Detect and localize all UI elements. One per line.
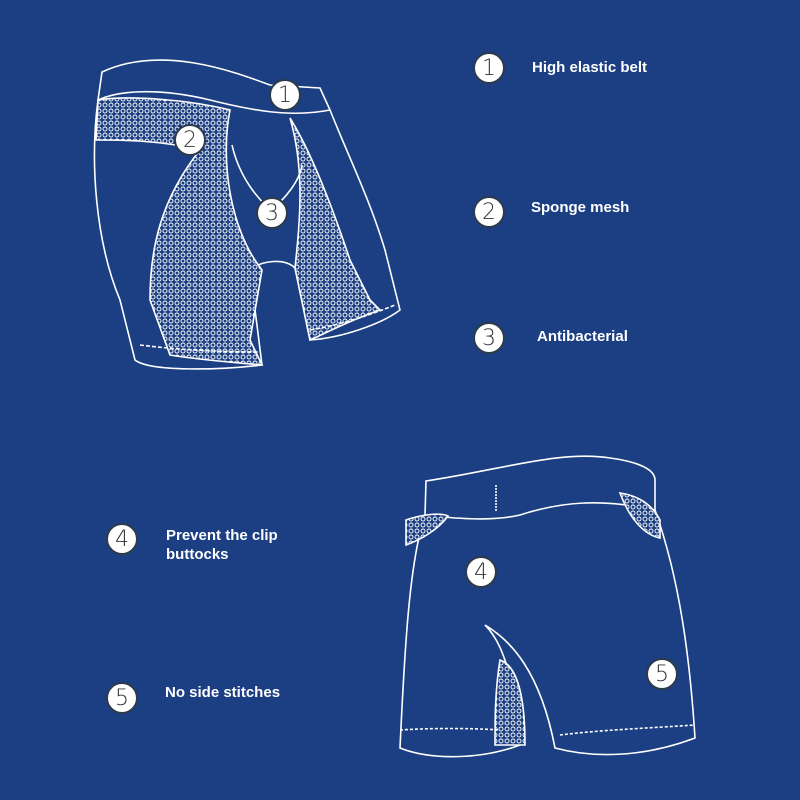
legend-label-4: Prevent the clip buttocks bbox=[166, 527, 278, 563]
legend-badge-4: 4 bbox=[106, 523, 138, 555]
front-view-drawing bbox=[93, 59, 401, 370]
front-marker-3: 3 bbox=[256, 197, 288, 229]
legend-label-5: No side stitches bbox=[165, 684, 281, 701]
legend-badge-2: 2 bbox=[473, 196, 505, 228]
legend-badge-1: 1 bbox=[473, 52, 505, 84]
front-marker-1: 1 bbox=[269, 79, 301, 111]
front-marker-2: 2 bbox=[174, 124, 206, 156]
legend-badge-5: 5 bbox=[106, 682, 138, 714]
back-view-drawing bbox=[399, 455, 696, 758]
legend-label-3: Antibacterial bbox=[537, 328, 628, 345]
legend-label-1: High elastic belt bbox=[532, 59, 648, 76]
back-marker-5: 5 bbox=[646, 658, 678, 690]
legend-badge-3: 3 bbox=[473, 322, 505, 354]
back-marker-4: 4 bbox=[465, 556, 497, 588]
legend-label-2: Sponge mesh bbox=[531, 199, 630, 216]
